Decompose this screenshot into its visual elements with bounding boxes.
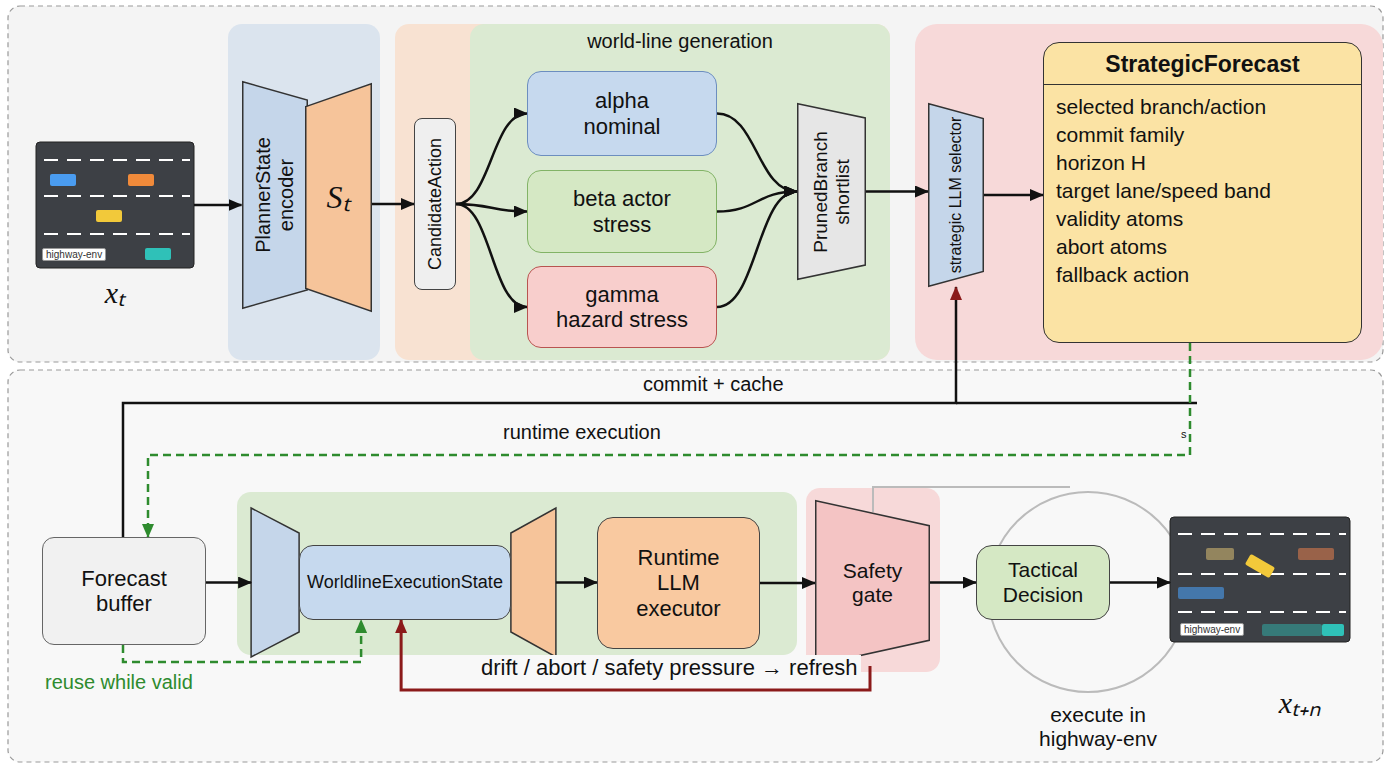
road-scene: highway-envxₜ₊ₙ [1170,517,1350,642]
connector [717,192,797,308]
panel [8,6,1383,362]
edge-label: runtime execution [500,421,664,444]
node-text: alpha nominal [567,88,677,139]
lane [44,195,190,197]
connector [456,114,527,205]
encoder-trapezoid: PlannerState encoder [242,81,308,309]
edge-label: commit + cache [640,373,787,396]
symbol-label: s [1180,428,1188,441]
candidate-box: CandidateAction [414,118,456,290]
buffer-box: Forecast buffer [42,537,206,645]
node-text: PrunedBranch shortlist [810,117,854,267]
connector [1110,581,1170,584]
road-left [36,142,194,268]
group-band: world-line generation alpha nominal beta a… [470,24,890,360]
node-text: world-line generation [587,30,773,53]
car [145,248,171,260]
car [50,174,76,186]
node-text: StrategicForecast [1044,43,1361,85]
road-scene: highway-envxₜ [36,142,194,268]
latent-trapezoid: Sₜ [305,83,372,312]
state-box: WorldlineExecutionState [299,545,511,620]
lane [44,159,190,161]
node-text-line: fallback action [1056,261,1361,289]
node-text-line: target lane/speed band [1056,177,1361,205]
band [470,24,890,360]
lane [44,233,190,235]
car [1206,548,1234,560]
node-text: Safety gate [828,559,918,607]
selector-trapezoid: strategic LLM selector [928,103,984,287]
forecast-card: StrategicForecast selected branch/actionc… [1043,42,1362,343]
node-text: Sₜ [327,179,351,216]
connector [556,581,597,584]
shortlist-trapezoid: PrunedBranch shortlist [797,103,866,280]
car [128,174,154,186]
node-text: beta actor stress [552,186,692,237]
branch-box: gamma hazard stress [527,266,717,348]
node-text-line: xₜ₊ₙ [1210,686,1390,721]
executor-box: Runtime LLM executor [597,517,760,649]
connector [866,190,928,193]
branch-box: beta actor stress [527,170,717,253]
band [395,24,890,360]
connector [456,204,527,307]
edge-label: reuse while valid [42,671,196,694]
connector [194,204,242,207]
car [1262,624,1322,636]
node-text: Runtime LLM executor [624,545,734,621]
trapezoid-outline [306,84,372,312]
band [228,24,380,360]
connector [984,194,1043,197]
band [806,488,940,672]
connector [930,581,976,584]
trapezoid-outline [798,104,866,280]
node-text-line: horizon H [1056,149,1361,177]
node-text-line: commit family [1056,121,1361,149]
node-text: Tactical Decision [988,558,1098,606]
edge-label: drift / abort / safety pressure → refres… [478,655,861,680]
trapezoid-outline [816,501,930,666]
node-text: WorldlineExecutionState [307,572,503,593]
node-text-line: xₜ [36,276,194,311]
connector [206,581,251,584]
node-text: highway-env [42,248,106,262]
lane [1178,611,1346,613]
car [96,210,122,222]
output-trapezoid [511,508,556,657]
node-text: Forecast buffer [59,566,189,617]
band [915,24,1383,360]
branch-box: alpha nominal [527,71,717,156]
node-text-line: abort atoms [1056,233,1361,261]
road [36,142,194,268]
node-text-line: selected branch/action [1056,93,1361,121]
input-trapezoid [251,508,299,657]
note-label: execute in highway-env [1030,703,1166,751]
decision-box: Tactical Decision [976,545,1110,620]
car [1245,554,1275,578]
node-text: strategic LLM selector [947,117,965,274]
road-right [1170,517,1350,642]
lane [1178,533,1346,535]
panel [8,370,1383,762]
node-text-line: validity atoms [1056,205,1361,233]
trapezoid-outline [242,82,307,309]
car [1178,587,1224,599]
node-text: CandidateAction [425,138,446,270]
connector [717,114,797,192]
road [1170,517,1350,642]
loop [873,487,1070,512]
car [1322,624,1344,636]
connector [148,343,1190,537]
trapezoid-outline [929,104,984,287]
node-text: highway-env [1180,623,1244,637]
gate-trapezoid: Safety gate [815,500,930,666]
connector [760,582,815,585]
connector [372,203,414,206]
node-text: gamma hazard stress [552,282,692,333]
car [1298,548,1334,560]
node-text: PlannerState encoder [252,120,298,270]
wire [956,402,1197,405]
